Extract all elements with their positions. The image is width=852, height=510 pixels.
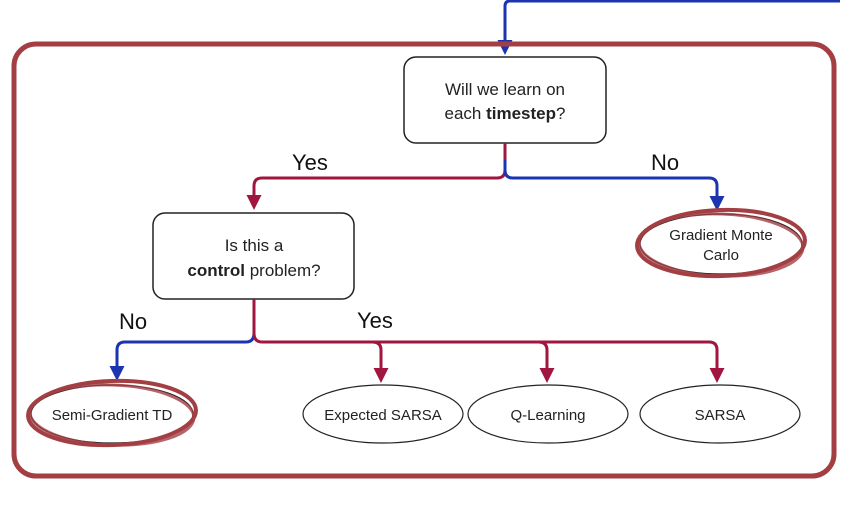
timestep-yes-label: Yes [292,150,328,175]
decision-timestep-prefix: each [445,104,487,123]
gradient-mc-line2: Carlo [703,247,739,264]
decision-timestep-suffix: ? [556,104,565,123]
control-yes-label: Yes [357,308,393,333]
control-yes-trunk [252,299,725,383]
decision-control-suffix: problem? [245,261,321,280]
decision-timestep-box: Will we learn on each timestep? [403,56,607,144]
sarsa-label: SARSA [695,407,746,424]
gradient-mc-line1: Gradient Monte [669,227,772,244]
decision-control-box: Is this a control problem? [152,212,355,300]
timestep-no-label: No [651,150,679,175]
decision-timestep-line1: Will we learn on [445,80,565,99]
control-yes-q-learning-arrow [537,340,555,383]
decision-control-bold: control [187,261,245,280]
expected-sarsa-label: Expected SARSA [324,407,442,424]
q-learning-label: Q-Learning [510,407,585,424]
outcome-expected-sarsa: Expected SARSA [302,384,464,444]
decision-timestep-bold: timestep [486,104,556,123]
control-yes-expected-sarsa-arrow [371,340,389,383]
decision-control-line1: Is this a [225,236,284,255]
outcome-gradient-monte-carlo: Gradient Monte Carlo [635,207,807,279]
outcome-sarsa: SARSA [639,384,801,444]
decision-control-line2: control problem? [187,261,320,280]
control-no-label: No [119,309,147,334]
semi-gradient-td-label: Semi-Gradient TD [52,407,173,424]
outcome-semi-gradient-td: Semi-Gradient TD [26,378,198,448]
outer-frame [11,41,837,479]
timestep-no-arrow [503,160,725,211]
incoming-arrow [497,0,840,55]
decision-timestep-line2: each timestep? [445,104,566,123]
outcome-q-learning: Q-Learning [467,384,629,444]
